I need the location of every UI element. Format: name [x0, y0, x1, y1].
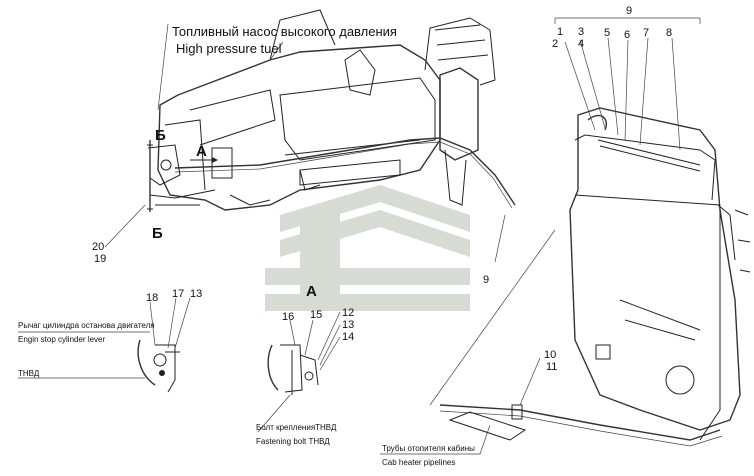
part-number-6: 6 — [624, 29, 630, 41]
part-number-4: 4 — [578, 38, 584, 50]
view-label-b-top: Б — [155, 127, 166, 144]
caption-heater-en: Cab heater pipelines — [382, 458, 455, 467]
part-number-20: 20 — [92, 241, 104, 253]
part-number-9-mid: 9 — [483, 274, 489, 286]
heater-pipes — [439, 404, 723, 447]
leader-lines — [18, 17, 701, 455]
part-number-18: 18 — [146, 292, 158, 304]
part-number-13-a: 13 — [342, 319, 354, 331]
view-a-detail — [267, 344, 319, 395]
part-number-13-b: 13 — [190, 288, 202, 300]
caption-heater-ru: Трубы отопителя кабины — [382, 444, 475, 453]
title-en: High pressure tuel — [176, 41, 282, 56]
view-label-a: А — [306, 283, 317, 300]
part-number-12: 12 — [342, 307, 354, 319]
part-number-19: 19 — [94, 253, 106, 265]
part-number-11: 11 — [546, 361, 557, 373]
connection-line — [429, 229, 556, 406]
caption-lever-en: Engin stop cylinder lever — [18, 335, 105, 344]
part-number-16: 16 — [282, 311, 294, 323]
part-number-2: 2 — [552, 38, 558, 50]
view-label-a-arrow: А — [196, 143, 207, 160]
part-number-5: 5 — [604, 27, 610, 39]
engine-block — [157, 9, 496, 211]
view-label-b-bottom: Б — [152, 225, 163, 242]
fuel-line — [149, 137, 516, 209]
title-ru: Топливный насос высокого давления — [172, 24, 397, 39]
caption-tnvd: ТНВД — [18, 369, 40, 378]
view-b-detail — [147, 140, 218, 212]
caption-bolt-ru: Болт крепленияТНВД — [256, 423, 337, 432]
cab-structure — [569, 107, 751, 441]
part-number-3: 3 — [578, 26, 584, 38]
caption-lever-ru: Рычаг цилиндра останова двигателя — [18, 321, 155, 330]
part-number-17: 17 — [172, 288, 184, 300]
part-number-14: 14 — [342, 331, 354, 343]
watermark-logo — [265, 185, 470, 311]
part-number-10: 10 — [544, 349, 556, 361]
part-number-7: 7 — [643, 27, 649, 39]
lever-detail — [137, 339, 180, 393]
caption-bolt-en: Fastening bolt ТНВД — [256, 437, 330, 446]
part-number-9-top: 9 — [626, 5, 632, 17]
part-number-8: 8 — [666, 27, 672, 39]
part-number-1: 1 — [557, 26, 563, 38]
part-number-15: 15 — [310, 309, 322, 321]
